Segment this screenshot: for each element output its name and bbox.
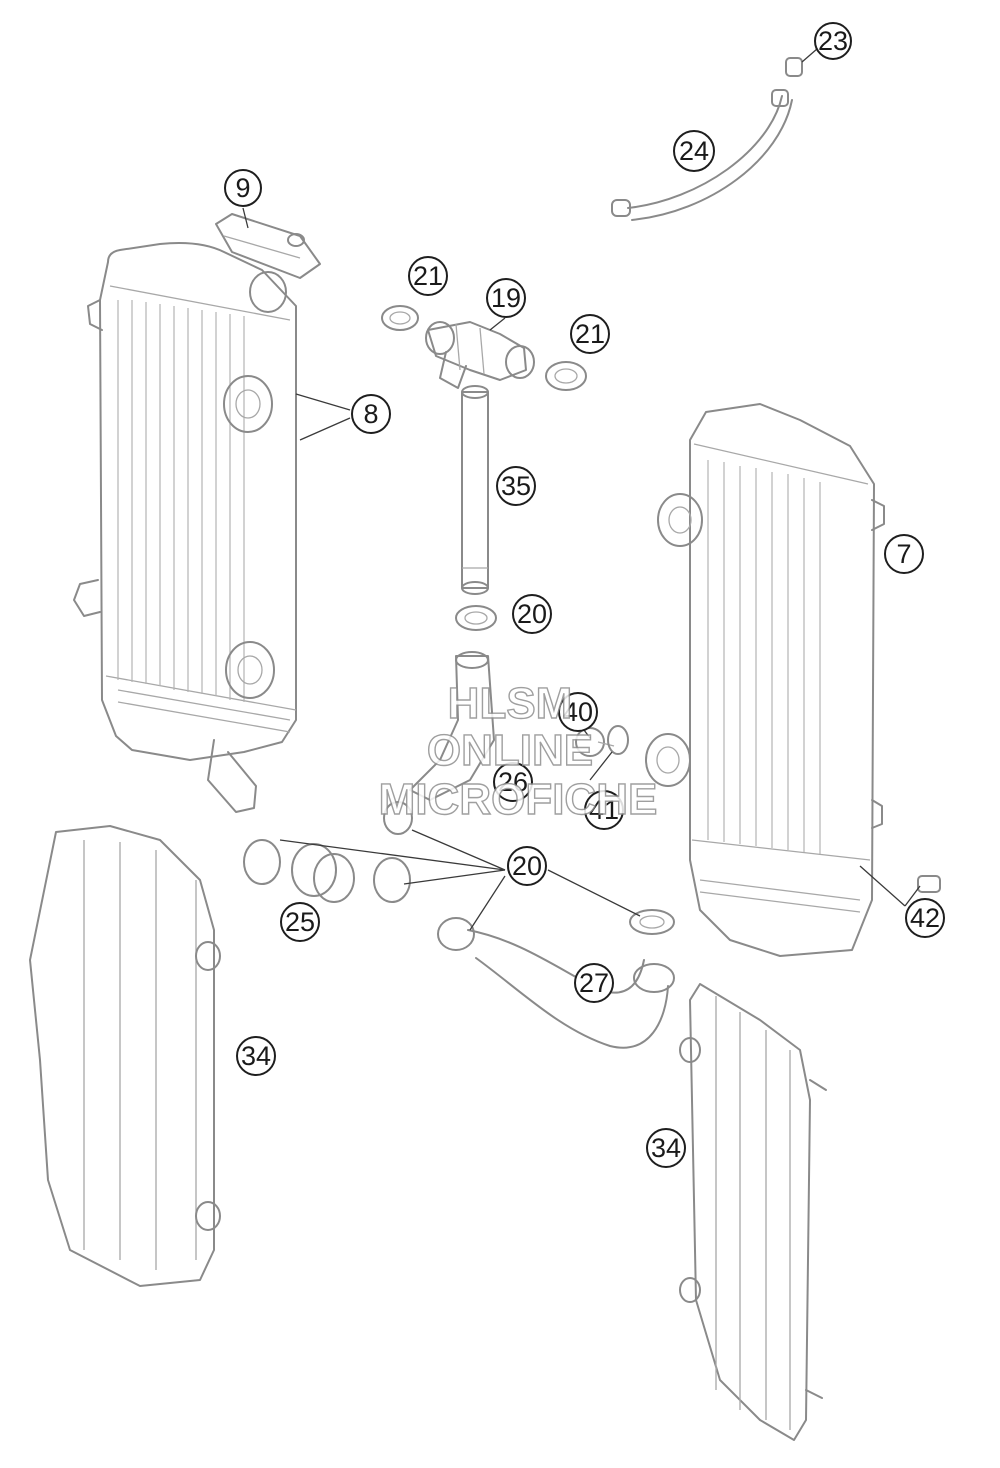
callout-19: 19 — [486, 278, 526, 318]
part-20-hose-clamp-top — [455, 605, 497, 631]
svg-text:40: 40 — [563, 697, 593, 727]
svg-text:20: 20 — [512, 851, 542, 881]
callout-20-top: 20 — [512, 594, 552, 634]
svg-text:34: 34 — [651, 1133, 681, 1163]
callout-23: 23 — [814, 22, 852, 60]
svg-text:24: 24 — [679, 136, 709, 166]
callout-41: 41 — [584, 790, 624, 830]
svg-text:19: 19 — [491, 283, 521, 313]
svg-text:27: 27 — [579, 968, 609, 998]
callout-8: 8 — [351, 394, 391, 434]
part-20-hose-clamp-right — [629, 909, 675, 935]
svg-text:35: 35 — [501, 471, 531, 501]
svg-text:9: 9 — [235, 173, 250, 203]
leader-lines — [242, 41, 921, 931]
svg-text:HLSM: HLSM — [448, 679, 573, 728]
callout-7: 7 — [884, 534, 924, 574]
svg-text:20: 20 — [517, 599, 547, 629]
callout-34-left: 34 — [236, 1036, 276, 1076]
part-35-coolant-tube — [461, 385, 489, 595]
part-9-radiator-cap — [215, 213, 321, 279]
watermark: HLSM ONLINE MICROFICHE — [378, 678, 658, 824]
part-8-left-radiator — [73, 242, 297, 813]
part-21-hose-clamp-upper-right — [545, 361, 587, 391]
part-26-coolant-hose — [409, 651, 495, 801]
part-19-thermostat-connector — [425, 321, 535, 389]
part-27-lower-hose — [437, 917, 675, 1049]
callout-20-middle: 20 — [507, 846, 547, 886]
callout-40: 40 — [558, 692, 598, 732]
svg-text:41: 41 — [589, 795, 619, 825]
svg-text:25: 25 — [285, 907, 315, 937]
part-24-breather-hose — [611, 89, 793, 221]
callout-35: 35 — [496, 466, 536, 506]
part-23-hose-fitting — [785, 57, 803, 77]
svg-text:21: 21 — [413, 261, 443, 291]
svg-text:42: 42 — [910, 903, 940, 933]
callout-42: 42 — [905, 898, 945, 938]
callout-9: 9 — [224, 169, 262, 207]
part-42-drain-bolt — [917, 875, 941, 893]
svg-text:34: 34 — [241, 1041, 271, 1071]
svg-text:ONLINE: ONLINE — [427, 726, 593, 775]
callout-27: 27 — [574, 963, 614, 1003]
callout-24: 24 — [673, 130, 715, 172]
callout-21-left: 21 — [408, 256, 448, 296]
svg-text:21: 21 — [575, 319, 605, 349]
part-34-right-radiator-guard — [679, 983, 827, 1441]
part-7-right-radiator — [645, 403, 885, 957]
callout-26: 26 — [493, 762, 533, 802]
part-41-seal-ring — [607, 725, 629, 755]
callout-21-right: 21 — [570, 314, 610, 354]
svg-text:26: 26 — [498, 767, 528, 797]
svg-text:23: 23 — [818, 26, 848, 56]
callout-34-right: 34 — [646, 1128, 686, 1168]
svg-text:8: 8 — [363, 399, 378, 429]
part-21-hose-clamp-upper-left — [381, 305, 419, 331]
callout-25: 25 — [280, 902, 320, 942]
svg-text:MICROFICHE: MICROFICHE — [379, 775, 658, 824]
part-34-left-radiator-guard — [29, 825, 221, 1287]
svg-text:7: 7 — [896, 539, 911, 569]
